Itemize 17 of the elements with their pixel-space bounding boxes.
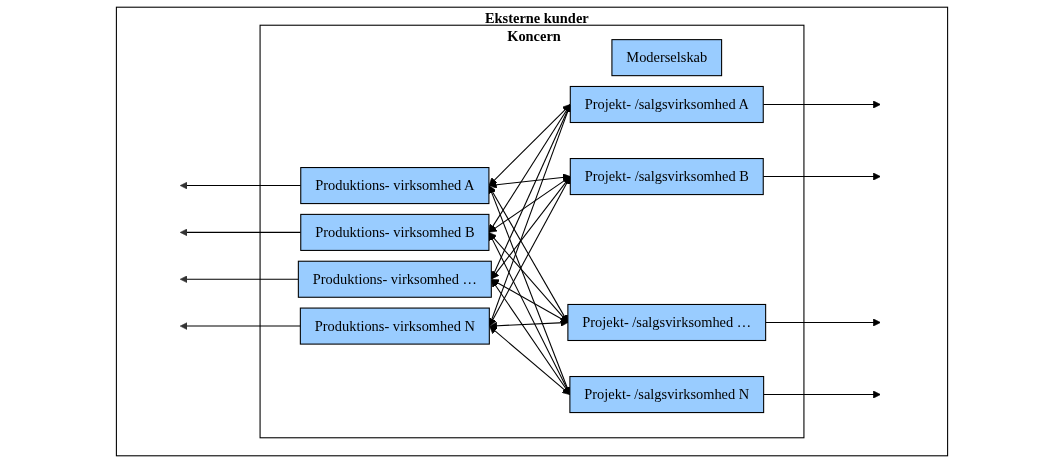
arrow: [179, 275, 299, 284]
arrow: [491, 176, 571, 280]
node-box: Projekt- /salgsvirksomhed B: [569, 158, 764, 196]
node-box: Moderselskab: [611, 39, 723, 77]
arrow: [488, 104, 571, 186]
arrow: [179, 322, 301, 331]
arrow: [488, 104, 571, 233]
arrow: [490, 104, 571, 280]
arrow: [763, 390, 881, 399]
node-box: Projekt- /salgsvirksomhed …: [567, 303, 767, 342]
arrow: [765, 318, 881, 327]
node-box: Produktions- virksomhed B: [300, 213, 490, 251]
node-box: Produktions- virksomhed …: [297, 260, 492, 298]
node-box: Projekt- /salgsvirksomhed A: [569, 85, 764, 124]
node-box: Produktions- virksomhed A: [300, 167, 490, 205]
node-box: Projekt- /salgsvirksomhed N: [569, 376, 765, 414]
node-box: Produktions- virksomhed N: [299, 307, 490, 345]
